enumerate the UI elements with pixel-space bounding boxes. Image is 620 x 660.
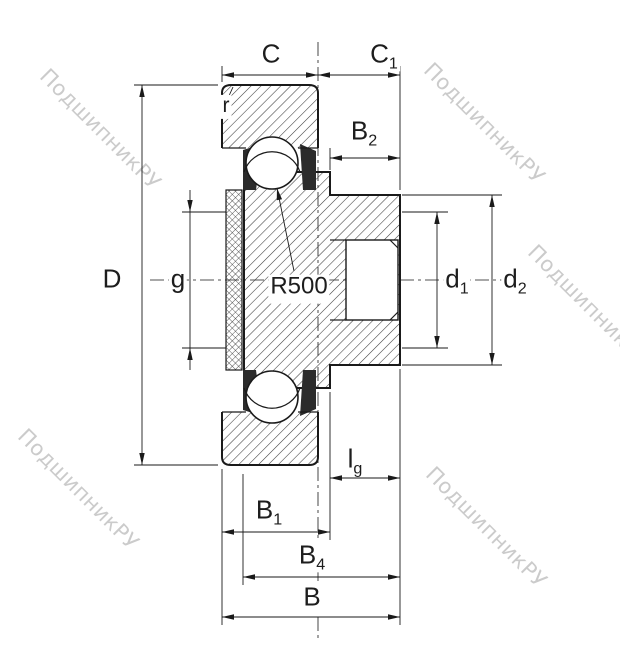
label-C1: C1 — [368, 38, 400, 73]
label-B4: B4 — [296, 539, 328, 574]
label-lg: lg — [345, 443, 365, 478]
ball-top — [245, 136, 299, 190]
outer-ring-outline — [221, 84, 319, 466]
label-r: r — [220, 94, 232, 120]
label-d1: d1 — [443, 263, 471, 298]
leader-R500 — [276, 187, 295, 272]
label-B: B — [301, 583, 323, 615]
ball-bottom — [245, 370, 299, 424]
bearing-balls — [243, 136, 301, 424]
label-g: g — [168, 265, 188, 297]
label-d2: d2 — [501, 263, 529, 298]
hex-flat-face — [345, 239, 399, 321]
dimension-lines — [134, 66, 502, 625]
seal-strip — [225, 189, 243, 371]
label-B1: B1 — [253, 494, 285, 529]
label-D: D — [100, 265, 124, 297]
outer-ring — [222, 85, 318, 465]
label-R500: R500 — [268, 274, 330, 304]
label-B2: B2 — [348, 115, 380, 150]
label-C: C — [259, 40, 283, 72]
